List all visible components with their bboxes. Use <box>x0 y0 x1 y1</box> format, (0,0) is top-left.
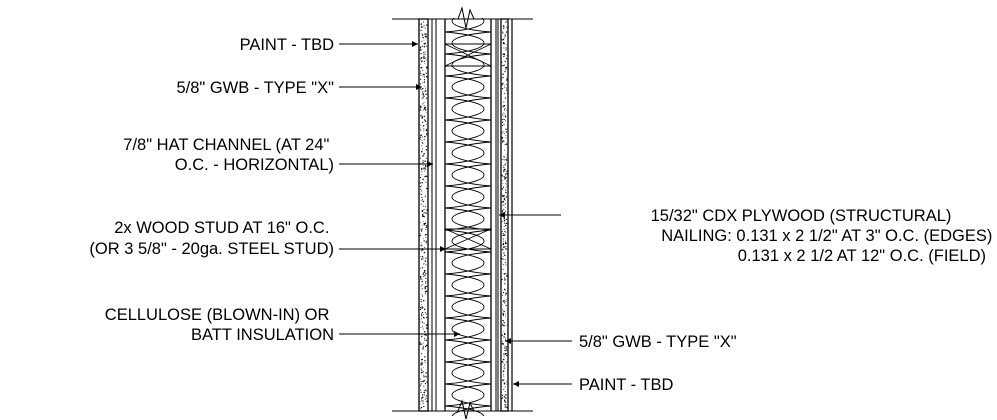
callout-plywood-text: 15/32" CDX PLYWOOD (STRUCTURAL) NAILING:… <box>651 207 997 265</box>
callout-wood-stud: 2x WOOD STUD AT 16" O.C. (OR 3 5/8" - 20… <box>89 219 446 258</box>
callout-insulation-text: CELLULOSE (BLOWN-IN) OR BATT INSULATION <box>105 306 334 344</box>
callout-hat-channel: 7/8" HAT CHANNEL (AT 24" O.C. - HORIZONT… <box>123 136 433 174</box>
callout-gwb-right: 5/8" GWB - TYPE "X" <box>505 333 737 351</box>
break-line-bottom <box>445 399 491 420</box>
callout-gwb-right-text: 5/8" GWB - TYPE "X" <box>579 333 737 351</box>
gwb-left-layer <box>418 18 429 412</box>
callout-paint-right: PAINT - TBD <box>513 376 674 394</box>
callout-paint-left-text: PAINT - TBD <box>240 36 335 54</box>
callout-wood-stud-text: 2x WOOD STUD AT 16" O.C. (OR 3 5/8" - 20… <box>89 219 334 258</box>
callout-plywood: 15/32" CDX PLYWOOD (STRUCTURAL) NAILING:… <box>499 207 997 265</box>
callout-paint-right-text: PAINT - TBD <box>579 376 674 394</box>
stud-blocking-middle <box>444 228 492 250</box>
callout-hat-channel-text: 7/8" HAT CHANNEL (AT 24" O.C. - HORIZONT… <box>123 136 334 174</box>
stud-blocking-top <box>444 43 492 67</box>
hat-channel-layer <box>431 19 437 411</box>
callout-paint-left: PAINT - TBD <box>240 36 418 54</box>
callout-insulation: CELLULOSE (BLOWN-IN) OR BATT INSULATION <box>105 306 460 344</box>
callout-gwb-left: 5/8" GWB - TYPE "X" <box>176 79 422 97</box>
stud-cavity <box>444 6 492 420</box>
break-line-top <box>445 6 491 29</box>
callout-gwb-left-text: 5/8" GWB - TYPE "X" <box>176 79 334 97</box>
plywood-layer <box>495 19 499 411</box>
insulation-pattern <box>445 18 491 416</box>
